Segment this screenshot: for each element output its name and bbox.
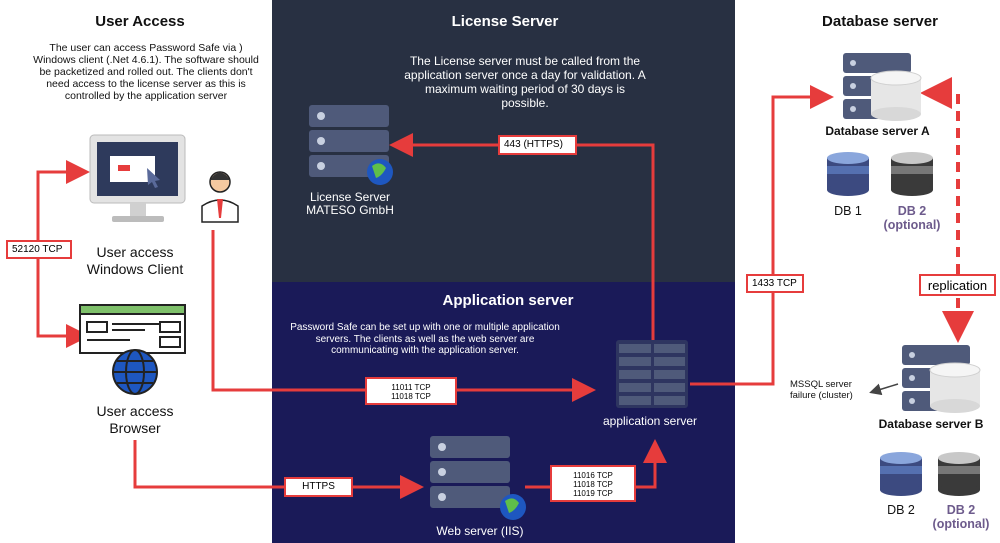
- db1-label: DB 1: [834, 204, 862, 218]
- user-access-description: The user can access Password Safe via ) …: [33, 42, 259, 102]
- windows-client-label: User access Windows Client: [60, 244, 210, 278]
- port-1433-badge: 1433 TCP: [746, 274, 804, 293]
- browser-label: User access Browser: [60, 403, 210, 437]
- db2-a-label: DB 2 (optional): [876, 204, 948, 232]
- license-server-icon: [309, 105, 393, 185]
- replication-badge: replication: [919, 274, 996, 296]
- failure-arrow: [869, 383, 899, 396]
- db2-a-label-line1: DB 2: [897, 204, 927, 218]
- application-server-icon: [616, 340, 688, 408]
- port-443-badge: 443 (HTTPS): [498, 135, 577, 155]
- replication-line: [925, 91, 974, 343]
- browser-label-line2: Browser: [109, 420, 161, 436]
- failure-note: MSSQL server failure (cluster): [790, 379, 870, 401]
- db2-b-optional-label: DB 2 (optional): [925, 503, 997, 531]
- db2-a-label-line2: (optional): [883, 218, 941, 232]
- port-11011: 11011 TCP: [391, 383, 431, 392]
- windows-client-label-line1: User access: [96, 244, 174, 260]
- application-server-title: Application server: [442, 292, 574, 309]
- license-server-description: The License server must be called from t…: [404, 54, 646, 110]
- db2-b-optional-label-line1: DB 2: [946, 503, 976, 517]
- license-server-label-line2: MATESO GmbH: [306, 203, 394, 217]
- failure-note-line2: failure (cluster): [790, 390, 853, 401]
- https-badge: HTTPS: [284, 477, 353, 497]
- port-11018: 11018 TCP: [391, 392, 431, 401]
- web-server-label: Web server (IIS): [436, 524, 524, 538]
- app-to-db-line: [690, 85, 834, 386]
- web-server-icon: [430, 436, 526, 520]
- port-11016: 11016 TCP: [573, 471, 613, 480]
- database-server-title: Database server: [822, 13, 938, 30]
- db2-optional-cylinder-icon: [891, 152, 933, 196]
- user-access-title: User Access: [95, 13, 185, 30]
- client-to-app-line: [211, 230, 596, 402]
- license-server-label: License Server MATESO GmbH: [292, 191, 408, 217]
- db1-cylinder-icon: [827, 152, 869, 196]
- windows-client-monitor-icon: [89, 134, 186, 222]
- port-11018-web: 11018 TCP: [573, 480, 613, 489]
- db2-b-cylinder-icon: [880, 452, 922, 496]
- license-server-title: License Server: [451, 13, 559, 30]
- database-server-b-label: Database server B: [878, 417, 984, 431]
- application-server-description: Password Safe can be set up with one or …: [290, 322, 560, 356]
- db2-b-optional-label-line2: (optional): [932, 517, 990, 531]
- app-to-license-line: [389, 133, 655, 340]
- browser-to-web-line: [133, 440, 424, 499]
- browser-window-icon: [79, 304, 186, 395]
- database-server-a-icon: [843, 53, 922, 121]
- application-server-label: application server: [602, 414, 698, 428]
- database-server-a-label: Database server A: [825, 124, 930, 138]
- user-person-icon: [201, 171, 239, 223]
- port-client-app-badge: 11011 TCP 11018 TCP: [365, 377, 457, 405]
- port-52120-badge: 52120 TCP: [6, 240, 72, 259]
- port-11019: 11019 TCP: [573, 489, 613, 498]
- failure-note-line1: MSSQL server: [790, 379, 852, 390]
- license-server-label-line1: License Server: [309, 190, 391, 204]
- database-server-b-icon: [902, 345, 981, 413]
- db2-b-optional-cylinder-icon: [938, 452, 980, 496]
- browser-label-line1: User access: [96, 403, 174, 419]
- db2-b-label: DB 2: [887, 503, 915, 517]
- windows-client-label-line2: Windows Client: [86, 261, 184, 277]
- port-web-app-badge: 11016 TCP 11018 TCP 11019 TCP: [550, 465, 636, 502]
